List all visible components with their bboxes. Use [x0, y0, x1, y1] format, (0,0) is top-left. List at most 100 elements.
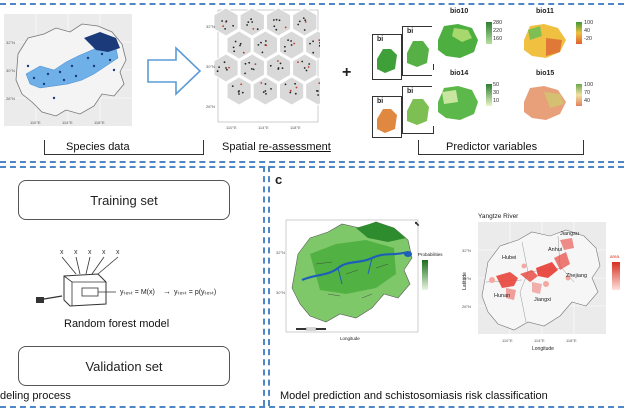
reassessment-link[interactable]: re-assessment [258, 141, 331, 153]
sample-point [275, 28, 278, 31]
sample-point [232, 24, 234, 27]
input-x-3: x [88, 249, 92, 256]
sample-point [225, 67, 227, 69]
sample-point [281, 67, 284, 69]
spatial-label: Spatial [222, 141, 259, 153]
hex-cell [265, 7, 292, 37]
input-x-1: x [60, 249, 64, 256]
training-set-box: Training set [18, 180, 230, 220]
sample-point [239, 44, 241, 47]
sample-point [270, 88, 272, 90]
svg-text:32°N: 32°N [276, 250, 285, 255]
sample-point [304, 19, 307, 21]
province-zhejiang: Zhejiang [566, 273, 588, 279]
sample-point [275, 18, 278, 21]
hex-cell [226, 30, 252, 60]
sample-point [239, 42, 242, 45]
svg-text:30°N: 30°N [276, 290, 285, 295]
sample-point [279, 62, 282, 65]
spatial-reassessment-caption: Spatial re-assessment [222, 141, 331, 153]
sample-point [297, 61, 299, 63]
formula-arrow-icon: → [163, 287, 171, 296]
svg-text:32°N: 32°N [6, 40, 15, 45]
bio15-tile: bio15 100 70 40 [518, 70, 598, 126]
plus-sign: + [342, 64, 352, 81]
svg-text:118°E: 118°E [290, 125, 301, 130]
sample-point [232, 46, 235, 49]
sample-point [233, 50, 236, 53]
sample-point [242, 51, 245, 54]
sample-point [284, 45, 286, 48]
map2-ylabel: Latitude [461, 272, 468, 290]
sample-point [257, 44, 260, 46]
sample-point [302, 17, 305, 19]
map2-xlabel: Longitude [532, 346, 554, 352]
province-jiangsu: Jiangsu [560, 231, 579, 237]
stacked-tile-4: bi [402, 86, 434, 134]
svg-text:118°E: 118°E [94, 120, 105, 125]
sample-point [318, 39, 321, 42]
sample-point [218, 66, 220, 68]
sample-point [265, 40, 267, 42]
sample-point [241, 91, 244, 94]
top-divider [0, 3, 624, 5]
sample-point [246, 24, 248, 26]
hex-cell [292, 7, 318, 37]
sample-point [234, 40, 237, 43]
sample-point [256, 28, 259, 31]
bio11-tile: bio11 100 40 -20 [518, 8, 598, 64]
sample-point [294, 92, 297, 95]
bio14-tile: bio14 50 30 10 [432, 70, 504, 126]
sample-point [262, 91, 265, 93]
sample-point [260, 82, 263, 84]
input-x-2: x [74, 249, 78, 256]
predictor-variables-caption: Predictor variables [444, 141, 540, 153]
svg-text:30°N: 30°N [462, 276, 471, 281]
sample-point [252, 28, 255, 30]
sample-point [298, 20, 301, 23]
svg-text:110°E: 110°E [30, 120, 41, 125]
sample-point [264, 90, 267, 92]
predictor-stack: bi bi bi bi bio10 280 220 160 bio11 100 [370, 6, 624, 138]
map1-xlabel: Longitude [340, 336, 360, 341]
middle-divider-upper [0, 161, 624, 163]
middle-divider-lower [0, 166, 624, 168]
model-prediction-caption: Model prediction and schistosomiasis ris… [280, 390, 548, 402]
sample-point [290, 44, 293, 46]
province-hunan: Hunan [494, 293, 511, 299]
stacked-tile-2: bi [402, 26, 434, 76]
svg-text:114°E: 114°E [62, 120, 73, 125]
sample-point [304, 21, 307, 23]
sample-point [305, 69, 308, 72]
hex-cell [239, 53, 265, 83]
input-x-5: x [116, 249, 120, 256]
svg-text:28°N: 28°N [462, 304, 471, 309]
svg-text:118°E: 118°E [566, 338, 577, 343]
right-arrow-icon [146, 46, 202, 96]
sample-point [224, 28, 226, 30]
yangtze-river-title: Yangtze River [478, 213, 519, 220]
sample-point [289, 91, 292, 94]
svg-text:32°N: 32°N [206, 24, 215, 29]
svg-text:110°E: 110°E [502, 338, 513, 343]
svg-text:32°N: 32°N [462, 248, 471, 253]
sample-point [284, 26, 287, 29]
sample-point [316, 90, 318, 92]
bracket-left [44, 140, 204, 155]
sample-point [284, 50, 286, 52]
stacked-tile-1: bi [372, 34, 402, 80]
formula-test: yₜₑₛₜ = M(x) [120, 289, 155, 296]
sample-point [260, 41, 262, 44]
sample-point [297, 23, 300, 26]
vertical-divider-left [263, 166, 265, 406]
sample-point [225, 20, 228, 22]
sample-point [238, 93, 240, 95]
modeling-process-caption: deling process [0, 390, 71, 402]
sample-point [265, 44, 268, 47]
sample-point [301, 60, 304, 63]
risk-legend-title: area [610, 254, 620, 259]
